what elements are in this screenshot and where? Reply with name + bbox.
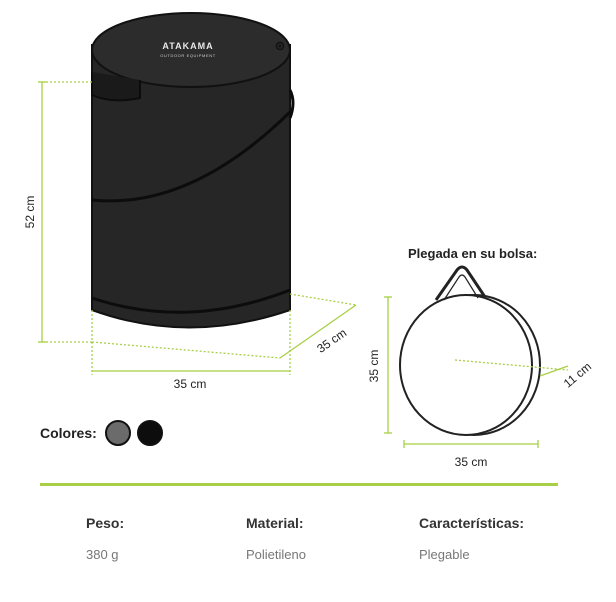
bin-height-label: 52 cm — [23, 196, 37, 229]
folded-height-label: 35 cm — [367, 350, 381, 383]
color-swatch-gray — [104, 420, 131, 446]
colors-label: Colores: — [40, 425, 97, 441]
folded-title: Plegada en su bolsa: — [408, 246, 538, 261]
color-swatch-black — [136, 420, 163, 446]
folded-diameter-label: 35 cm — [455, 455, 488, 469]
spec-material: Material: Polietileno — [246, 515, 306, 562]
spec-weight: Peso: 380 g — [86, 515, 124, 562]
folded-thickness-label: 11 cm — [561, 359, 594, 390]
colors-row: Colores: — [40, 418, 169, 448]
divider — [40, 483, 558, 486]
spec-features: Características: Plegable — [419, 515, 524, 562]
brand-logo: ATAKAMA — [162, 41, 213, 51]
folded-dimension-lines — [384, 296, 569, 448]
spec-weight-value: 380 g — [86, 547, 119, 562]
bin-width-label: 35 cm — [174, 377, 207, 391]
bin-dimension-lines — [38, 81, 357, 375]
spec-features-label: Características: — [419, 515, 525, 531]
spec-material-label: Material: — [246, 515, 304, 531]
folded-bag-illustration — [399, 265, 541, 436]
spec-weight-label: Peso: — [86, 515, 125, 531]
brand-subtitle: OUTDOOR EQUIPMENT — [160, 53, 216, 58]
bin-illustration: ATAKAMA OUTDOOR EQUIPMENT — [91, 12, 295, 329]
spec-features-value: Plegable — [419, 547, 470, 562]
spec-material-value: Polietileno — [246, 547, 306, 562]
product-diagram: ATAKAMA OUTDOOR EQUIPMENT 52 cm 35 cm 35… — [23, 12, 594, 469]
